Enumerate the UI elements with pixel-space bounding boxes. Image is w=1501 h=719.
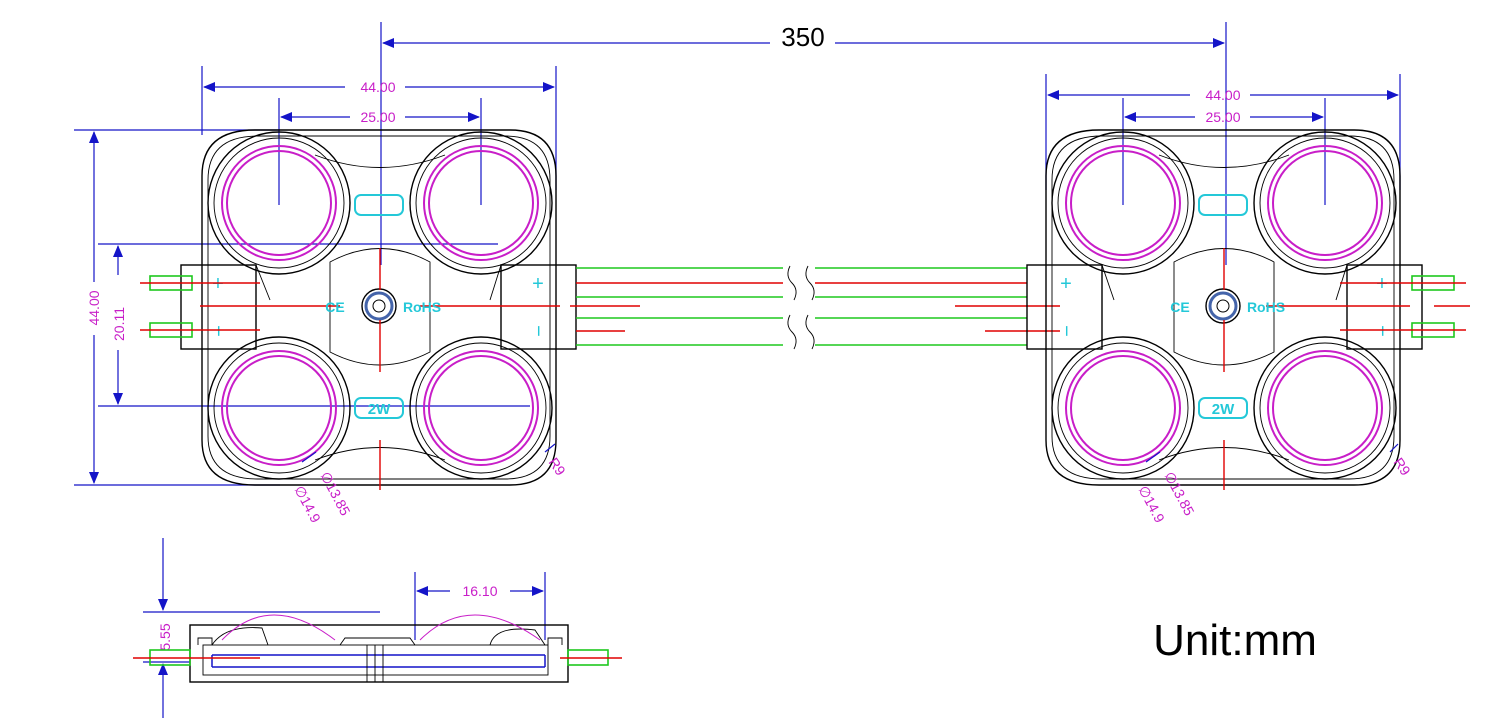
left-lens-br — [409, 336, 553, 480]
left-radius-label: R9 — [546, 455, 569, 479]
right-lens-tr — [1253, 131, 1397, 275]
left-lens-outer-label: ∅14.9 — [291, 483, 324, 526]
right-plus-right: + — [1376, 273, 1388, 295]
right-minus-left: − — [1055, 325, 1077, 337]
pitch-label: 350 — [781, 22, 824, 52]
left-width-label: 44.00 — [360, 79, 395, 95]
right-lens-pitch-label: 25.00 — [1205, 109, 1240, 125]
right-radius-label: R9 — [1391, 455, 1414, 479]
left-rohs-mark: RoHS — [403, 299, 441, 315]
left-lens-inner-label: ∅13.85 — [317, 469, 353, 518]
right-watt-badge: 2W — [1212, 401, 1235, 418]
right-lens-bl — [1051, 336, 1195, 480]
left-minus-right: − — [527, 325, 549, 337]
left-module: 44.00 25.00 44.00 20.11 — [74, 66, 577, 526]
right-module: 44.00 25.00 2W — [1026, 74, 1470, 526]
left-minus-left: − — [207, 325, 229, 337]
pitch-dimension: 350 — [380, 22, 1227, 265]
left-ce-mark: CE — [325, 299, 344, 315]
right-rohs-mark: RoHS — [1247, 299, 1285, 315]
left-lens-pitch-label: 25.00 — [360, 109, 395, 125]
right-lens-inner-label: ∅13.85 — [1161, 469, 1197, 518]
thickness-label: 5.55 — [157, 623, 173, 650]
left-watt-badge: 2W — [368, 401, 391, 418]
right-lens-outer-label: ∅14.9 — [1135, 483, 1168, 526]
right-lens-br — [1253, 336, 1397, 480]
left-inner-pitch-label: 20.11 — [111, 307, 127, 341]
left-lens-tl — [207, 131, 351, 275]
left-plus-right: + — [532, 273, 544, 295]
side-offset-label: 16.10 — [462, 583, 497, 599]
right-lens-tl — [1051, 131, 1195, 275]
left-height-label: 44.00 — [86, 290, 102, 325]
side-view: 5.55 16.10 — [133, 538, 622, 718]
unit-label: Unit:mm — [1153, 616, 1317, 665]
right-width-label: 44.00 — [1205, 87, 1240, 103]
right-plus-left: + — [1060, 273, 1072, 295]
left-lens-bl — [207, 336, 351, 480]
right-minus-right: − — [1371, 325, 1393, 337]
right-ce-mark: CE — [1170, 299, 1189, 315]
connecting-wires — [570, 265, 1060, 350]
left-plus-left: + — [212, 273, 224, 295]
left-lens-tr — [409, 131, 553, 275]
